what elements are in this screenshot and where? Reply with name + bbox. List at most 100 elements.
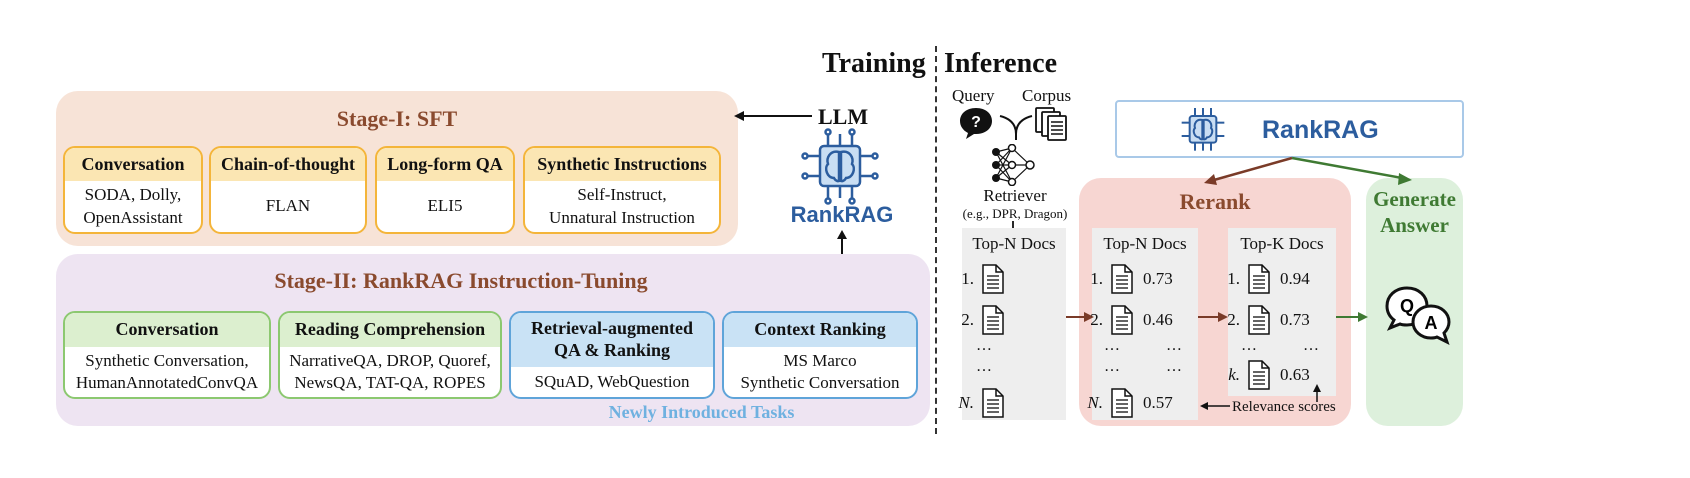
merge-arrow-icon: [999, 115, 1033, 140]
stage2-card-ranking: Context Ranking MS Marco Synthetic Conve…: [722, 311, 918, 399]
doc-rank: 2.: [1090, 310, 1103, 329]
relevance-arrows: [1200, 384, 1321, 410]
qa-a-letter: A: [1425, 313, 1438, 333]
card-head: Long-form QA: [377, 148, 513, 181]
top-n-title: Top-N Docs: [972, 234, 1056, 253]
stage1-title: Stage-I: SFT: [336, 106, 458, 131]
stage2-card-retrieval: Retrieval-augmented QA & Ranking SQuAD, …: [509, 311, 715, 399]
top-n-box: [962, 228, 1066, 420]
llm-label: LLM: [818, 104, 869, 129]
ellipsis: …: [976, 337, 993, 354]
relevance-label: Relevance scores: [1232, 399, 1336, 415]
doc-rank: 2.: [1227, 310, 1240, 329]
doc-row: 1.0.73: [1073, 264, 1173, 294]
svg-text:?: ?: [971, 114, 981, 131]
document-icon: [1248, 305, 1270, 335]
card-body: SODA, Dolly, OpenAssistant: [83, 185, 183, 227]
stage2-to-llm-arrow: [837, 230, 847, 254]
rankrag-box: [1115, 100, 1464, 158]
training-title: Training: [822, 48, 926, 79]
qa-chat-icon: Q A: [1385, 286, 1451, 345]
card-body: Self-Instruct, Unnatural Instruction: [549, 185, 695, 227]
stage1-card-cot: Chain-of-thought FLAN: [209, 146, 367, 234]
stage2-card-reading: Reading Comprehension NarrativeQA, DROP,…: [278, 311, 502, 399]
ellipsis: …: [1166, 358, 1183, 375]
retriever-network-icon: [992, 144, 1035, 186]
retriever-sublabel: (e.g., DPR, Dragon): [962, 206, 1068, 221]
card-head: Retrieval-augmented QA & Ranking: [511, 313, 713, 367]
card-head: Conversation: [65, 313, 269, 347]
card-head: Chain-of-thought: [211, 148, 365, 181]
ellipsis: …: [1104, 358, 1121, 375]
card-head: Synthetic Instructions: [525, 148, 719, 181]
doc-rank: 1.: [1090, 269, 1103, 288]
retriever-label: Retriever: [983, 186, 1047, 205]
generate-line2: Answer: [1380, 213, 1449, 237]
query-label: Query: [952, 86, 995, 105]
stage2-title: Stage-II: RankRAG Instruction-Tuning: [274, 268, 648, 293]
rankrag-label: RankRAG: [1262, 116, 1379, 144]
doc-rank: k.: [1228, 365, 1240, 384]
rerank-right-box: [1228, 228, 1336, 396]
ellipsis: …: [1303, 337, 1320, 354]
document-icon: [1248, 360, 1270, 390]
generate-line1: Generate: [1373, 187, 1456, 211]
topn-to-rerank-arrow: [1066, 312, 1094, 322]
card-head: Reading Comprehension: [280, 313, 500, 347]
rerank-title: Rerank: [1179, 189, 1251, 214]
doc-row: 1. 0.94: [1210, 264, 1310, 294]
new-tasks-label: Newly Introduced Tasks: [608, 402, 795, 422]
doc-row: 2.: [944, 305, 1004, 335]
document-icon: [1111, 264, 1133, 294]
document-icon: [1248, 264, 1270, 294]
ellipsis: …: [1104, 337, 1121, 354]
stage1-card-conversation: Conversation SODA, Dolly, OpenAssistant: [63, 146, 203, 234]
stage1-card-longform: Long-form QA ELI5: [375, 146, 515, 234]
qa-q-letter: Q: [1400, 296, 1414, 316]
card-head: Context Ranking: [724, 313, 916, 347]
doc-row: N.: [944, 388, 1004, 418]
rerank-to-generate-arrow: [1336, 312, 1368, 322]
card-body: Synthetic Conversation, HumanAnnotatedCo…: [75, 350, 259, 392]
card-body: NarrativeQA, DROP, Quoref, NewsQA, TAT-Q…: [289, 350, 491, 392]
relevance-score: 0.46: [1143, 310, 1173, 329]
relevance-score: 0.63: [1280, 365, 1310, 384]
rerank-internal-arrow: [1198, 312, 1228, 322]
llm-brand: RankRAG: [790, 202, 894, 227]
rerank-left-box: [1092, 228, 1198, 420]
doc-row: N. 0.57: [1073, 388, 1173, 418]
brain-chip-small-icon: [1181, 108, 1225, 151]
divider-line: [935, 46, 937, 434]
llm-arrow: [734, 111, 812, 121]
document-icon: [982, 305, 1004, 335]
doc-rank: 1.: [1227, 269, 1240, 288]
question-bubble-icon: ?: [960, 108, 992, 139]
card-body: ELI5: [427, 196, 463, 216]
inference-title: Inference: [944, 48, 1057, 79]
document-icon: [1111, 388, 1133, 418]
rankrag-branch-arrows: [1204, 156, 1412, 185]
ellipsis: …: [976, 358, 993, 375]
doc-row: 2. 0.46: [1073, 305, 1173, 335]
corpus-documents-icon: [1035, 107, 1067, 141]
doc-row: 1.: [944, 264, 1004, 294]
relevance-score: 0.57: [1143, 393, 1173, 412]
document-icon: [982, 264, 1004, 294]
stage2-card-conversation: Conversation Synthetic Conversation, Hum…: [63, 311, 271, 399]
doc-rank: N.: [1087, 393, 1103, 412]
document-icon: [1111, 305, 1133, 335]
document-icon: [982, 388, 1004, 418]
relevance-score: 0.94: [1280, 269, 1310, 288]
card-body: FLAN: [265, 196, 311, 216]
relevance-score: 0.73: [1280, 310, 1310, 329]
doc-rank: 2.: [961, 310, 974, 329]
doc-rank: 1.: [961, 269, 974, 288]
card-body: SQuAD, WebQuestion: [534, 371, 690, 391]
rerank-left-title: Top-N Docs: [1103, 234, 1187, 253]
brain-chip-icon: [801, 128, 879, 205]
doc-row: 2. 0.73: [1210, 305, 1310, 335]
card-head: Conversation: [65, 148, 201, 181]
stage1-card-synthetic: Synthetic Instructions Self-Instruct, Un…: [523, 146, 721, 234]
ellipsis: …: [1241, 337, 1258, 354]
doc-row: k. 0.63: [1210, 360, 1310, 390]
